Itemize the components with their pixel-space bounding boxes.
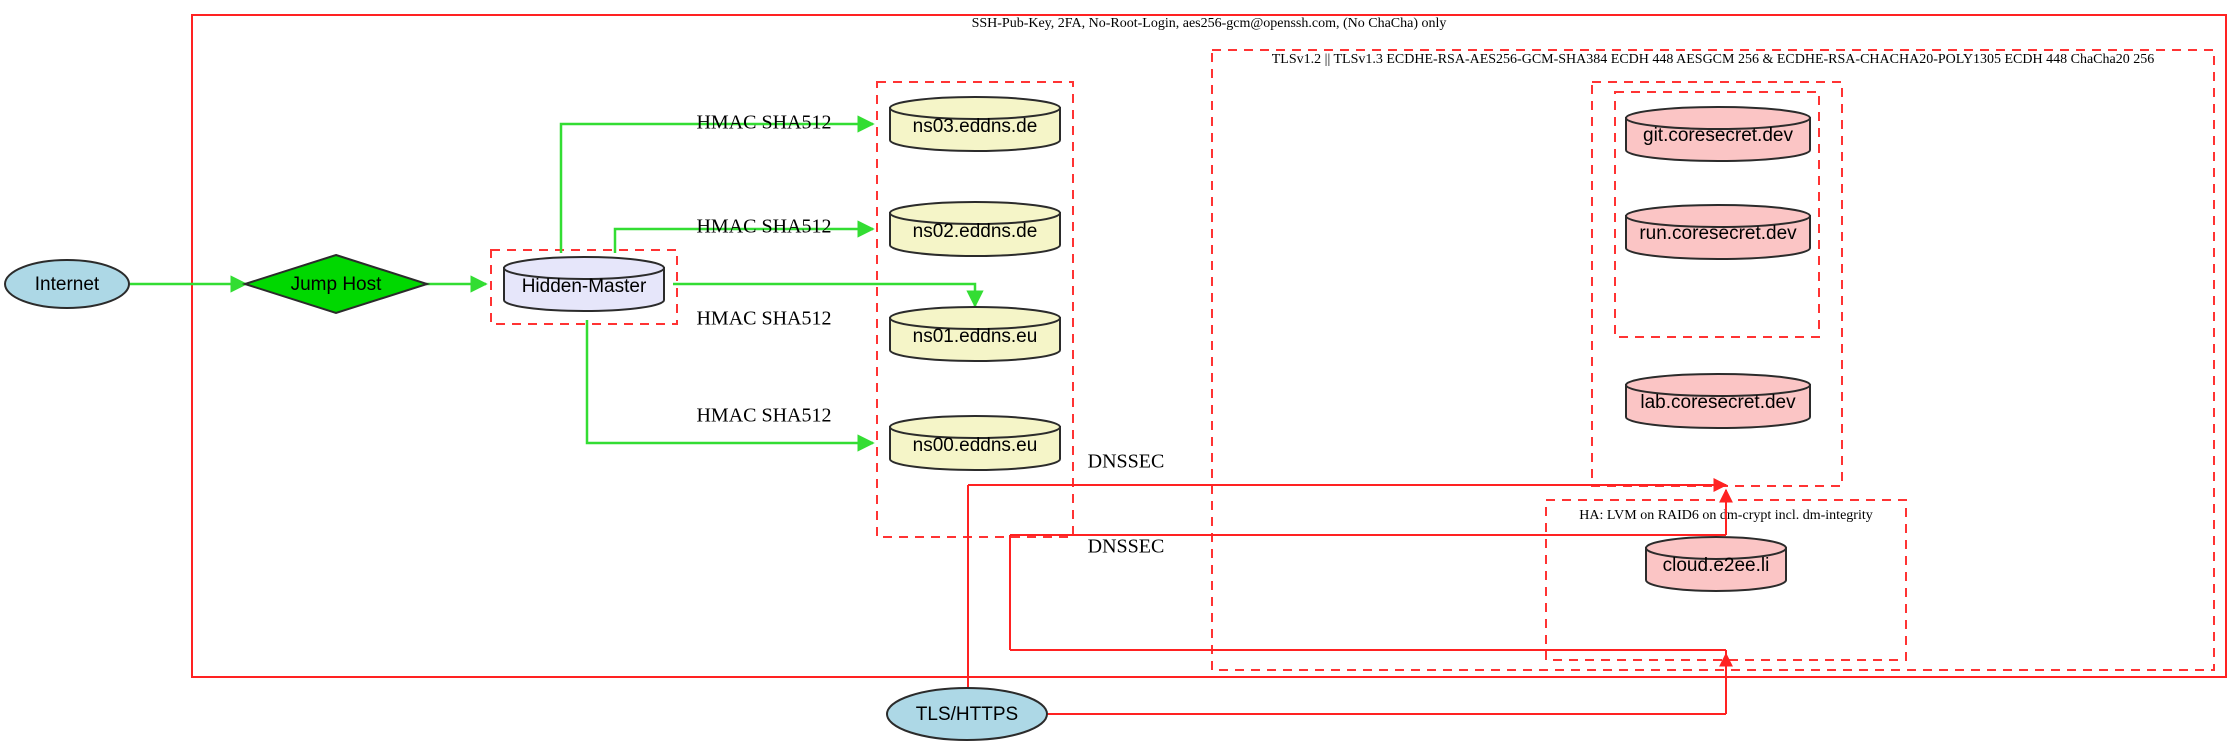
edge-label-dnssec-1: DNSSEC bbox=[1088, 451, 1165, 473]
hidden-master-body[interactable] bbox=[503, 267, 665, 312]
tls-https-ellipse[interactable] bbox=[886, 687, 1048, 741]
jump-host-diamond[interactable] bbox=[241, 253, 431, 315]
cluster-tls-zone: TLSv1.2 || TLSv1.3 ECDHE-RSA-AES256-GCM-… bbox=[1211, 49, 2215, 671]
cluster-hidden-master-zone bbox=[490, 249, 678, 325]
edge-label-hmac-3: HMAC SHA512 bbox=[696, 308, 831, 330]
node-ns02-label: ns02.eddns.de bbox=[913, 221, 1038, 242]
hidden-master-top bbox=[503, 256, 665, 280]
node-hidden-master[interactable]: Hidden-Master bbox=[503, 256, 665, 312]
node-git-coresecret[interactable]: git.coresecret.dev bbox=[1625, 106, 1811, 162]
edge-label-hmac-4: HMAC SHA512 bbox=[696, 405, 831, 427]
node-ns02[interactable]: ns02.eddns.de bbox=[889, 201, 1061, 257]
cloud-top bbox=[1645, 536, 1787, 560]
run-top bbox=[1625, 204, 1811, 228]
node-jump-host-label: Jump Host bbox=[291, 274, 383, 295]
cluster-coresecret-inner bbox=[1614, 91, 1820, 338]
ns00-body[interactable] bbox=[889, 426, 1061, 471]
node-ns00[interactable]: ns00.eddns.eu bbox=[889, 415, 1061, 471]
dns-zone-border bbox=[876, 81, 1074, 538]
node-lab-coresecret[interactable]: lab.coresecret.dev bbox=[1625, 373, 1811, 429]
ssh-zone-border bbox=[191, 14, 2227, 678]
node-jump-host[interactable]: Jump Host bbox=[241, 253, 431, 315]
cluster-coresecret-zone bbox=[1591, 81, 1843, 487]
ns03-top bbox=[889, 96, 1061, 120]
node-internet[interactable]: Internet bbox=[4, 259, 130, 309]
tls-zone-label: TLSv1.2 || TLSv1.3 ECDHE-RSA-AES256-GCM-… bbox=[1272, 52, 2154, 67]
cluster-dns-zone bbox=[876, 81, 1074, 538]
ns03-body[interactable] bbox=[889, 107, 1061, 152]
lab-top bbox=[1625, 373, 1811, 397]
lab-body[interactable] bbox=[1625, 384, 1811, 429]
node-lab-label: lab.coresecret.dev bbox=[1640, 392, 1796, 413]
node-ns01[interactable]: ns01.eddns.eu bbox=[889, 306, 1061, 362]
git-top bbox=[1625, 106, 1811, 130]
edge-hiddenmaster-to-ns02 bbox=[613, 220, 875, 253]
ssh-zone-label: SSH-Pub-Key, 2FA, No-Root-Login, aes256-… bbox=[972, 16, 1447, 31]
node-run-coresecret[interactable]: run.coresecret.dev bbox=[1625, 204, 1811, 260]
node-tls-https[interactable]: TLS/HTTPS bbox=[886, 687, 1048, 741]
node-git-label: git.coresecret.dev bbox=[1643, 125, 1793, 146]
node-cloud-label: cloud.e2ee.li bbox=[1663, 555, 1770, 576]
edge-label-hmac-1: HMAC SHA512 bbox=[696, 112, 831, 134]
run-body[interactable] bbox=[1625, 215, 1811, 260]
internet-ellipse[interactable] bbox=[4, 259, 130, 309]
ns02-body[interactable] bbox=[889, 212, 1061, 257]
coresecret-zone-border bbox=[1591, 81, 1843, 487]
tls-zone-border bbox=[1211, 49, 2215, 671]
node-internet-label: Internet bbox=[35, 274, 100, 295]
edge-label-hmac-2: HMAC SHA512 bbox=[696, 216, 831, 238]
node-ns00-label: ns00.eddns.eu bbox=[913, 435, 1038, 456]
edge-hiddenmaster-to-ns03 bbox=[559, 115, 875, 253]
node-run-label: run.coresecret.dev bbox=[1639, 223, 1797, 244]
node-ns03[interactable]: ns03.eddns.de bbox=[889, 96, 1061, 152]
node-tls-https-label: TLS/HTTPS bbox=[916, 704, 1018, 725]
hidden-master-zone-border bbox=[490, 249, 678, 325]
ns01-body[interactable] bbox=[889, 317, 1061, 362]
edge-hiddenmaster-to-ns01 bbox=[673, 282, 984, 308]
node-hidden-master-label: Hidden-Master bbox=[522, 276, 647, 297]
edge-hiddenmaster-to-ns00 bbox=[585, 320, 875, 452]
ns01-top bbox=[889, 306, 1061, 330]
ns00-top bbox=[889, 415, 1061, 439]
node-ns03-label: ns03.eddns.de bbox=[913, 116, 1038, 137]
cloud-body[interactable] bbox=[1645, 547, 1787, 592]
cluster-ssh-zone: SSH-Pub-Key, 2FA, No-Root-Login, aes256-… bbox=[191, 14, 2227, 678]
git-body[interactable] bbox=[1625, 117, 1811, 162]
ns02-top bbox=[889, 201, 1061, 225]
coresecret-inner-border bbox=[1614, 91, 1820, 338]
node-ns01-label: ns01.eddns.eu bbox=[913, 326, 1038, 347]
node-cloud-e2ee[interactable]: cloud.e2ee.li bbox=[1645, 536, 1787, 592]
edge-label-dnssec-2: DNSSEC bbox=[1088, 536, 1165, 558]
